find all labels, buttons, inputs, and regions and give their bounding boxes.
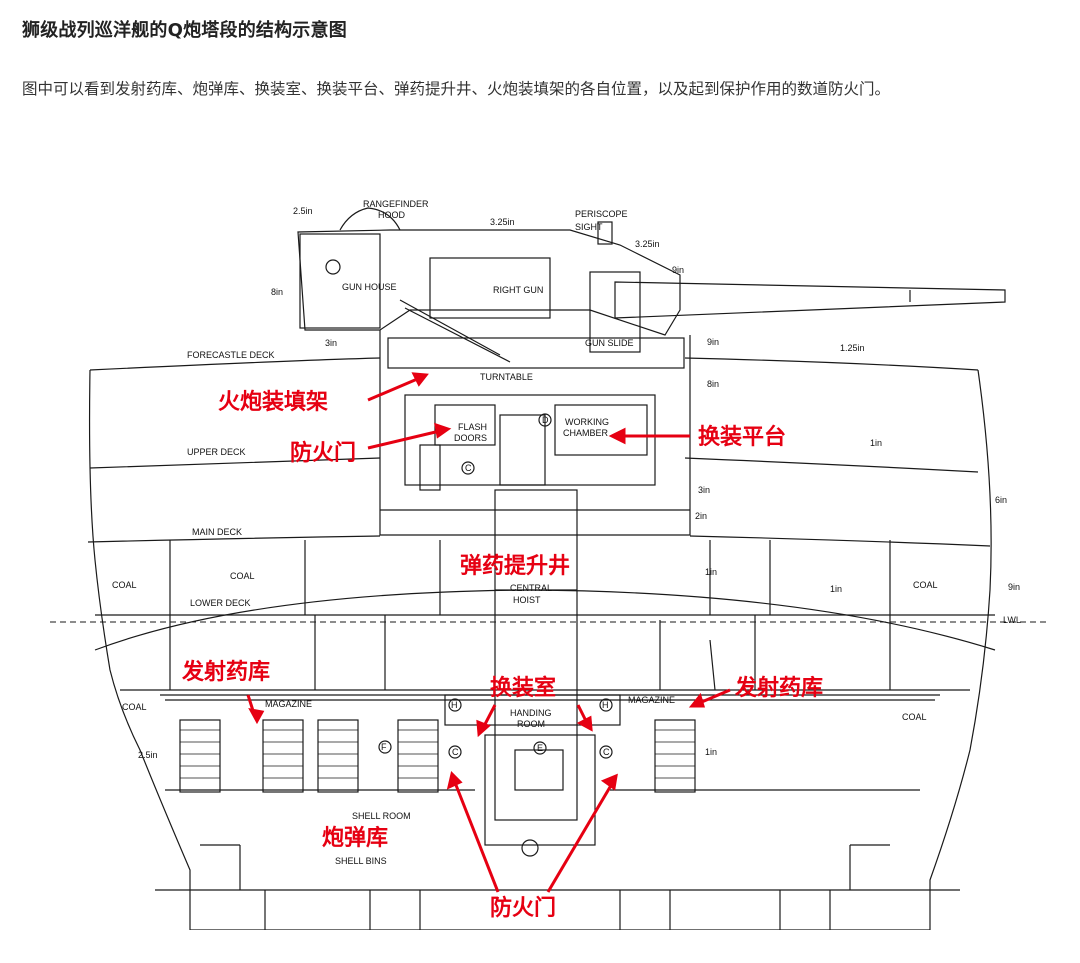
label-f: F: [381, 742, 387, 752]
thickness-8in-a: 8in: [271, 287, 283, 297]
magazine-cases-right: [654, 719, 696, 793]
magazine-cases-left: [179, 719, 439, 793]
thickness-9in-c: 9in: [1008, 582, 1020, 592]
label-coal-1: COAL: [112, 580, 137, 590]
thickness-2in: 2in: [695, 511, 707, 521]
figure-description: 图中可以看到发射药库、炮弹库、换装室、换装平台、弹药提升井、火炮装填架的各自位置…: [22, 80, 891, 98]
label-upper-deck: UPPER DECK: [187, 447, 246, 457]
label-main-deck: MAIN DECK: [192, 527, 242, 537]
thickness-3in-a: 3in: [325, 338, 337, 348]
barbette: [379, 330, 691, 536]
label-shell-bins: SHELL BINS: [335, 856, 387, 866]
thickness-3-25in-a: 3.25in: [490, 217, 515, 227]
label-hood: HOOD: [378, 210, 406, 220]
label-c-1: C: [452, 747, 459, 757]
label-gun-slide: GUN SLIDE: [585, 338, 634, 348]
annotation-loading-rack: 火炮装填架: [218, 389, 328, 414]
forecastle-deck-line: [89, 357, 979, 371]
annotation-shell-room: 炮弹库: [322, 825, 388, 850]
label-flash: FLASH: [458, 422, 487, 432]
label-h-2: H: [602, 700, 609, 710]
thickness-3in-b: 3in: [698, 485, 710, 495]
label-coal-2: COAL: [230, 571, 255, 581]
annotation-magazine-left: 发射药库: [181, 659, 270, 684]
label-shell-room: SHELL ROOM: [352, 811, 411, 821]
thickness-2-5in: 2.5in: [293, 206, 313, 216]
label-magazine-right: MAGAZINE: [628, 695, 675, 705]
annotation-hoist-well: 弹药提升井: [460, 553, 570, 578]
central-hoist: [494, 489, 578, 821]
label-turntable: TURNTABLE: [480, 372, 533, 382]
diagram-svg: RANGEFINDER HOOD PERISCOPE SIGHT GUN HOU…: [50, 199, 1050, 931]
label-central: CENTRAL: [510, 583, 552, 593]
label-coal-4: COAL: [913, 580, 938, 590]
label-magazine-left: MAGAZINE: [265, 699, 312, 709]
label-coal-5: COAL: [902, 712, 927, 722]
label-d: D: [542, 415, 549, 425]
label-doors: DOORS: [454, 433, 487, 443]
label-h-1: H: [451, 700, 458, 710]
label-rangefinder: RANGEFINDER: [363, 199, 429, 209]
label-e: E: [537, 743, 543, 753]
thickness-1in-d: 1in: [705, 747, 717, 757]
thickness-1in-b: 1in: [705, 567, 717, 577]
label-lower-deck: LOWER DECK: [190, 598, 251, 608]
page-title: 狮级战列巡洋舰的Q炮塔段的结构示意图: [22, 20, 347, 41]
handing-room: [444, 694, 621, 726]
label-working: WORKING: [565, 417, 609, 427]
label-gun-house: GUN HOUSE: [342, 282, 397, 292]
label-c-2: C: [603, 747, 610, 757]
hull-outline: [88, 369, 992, 931]
thickness-9in-a: 9in: [672, 265, 684, 275]
gun-barrel: [614, 281, 1006, 319]
label-lwl: LWL: [1003, 615, 1021, 625]
annotation-fire-door-top: 防火门: [290, 440, 356, 465]
thickness-8in-b: 8in: [707, 379, 719, 389]
label-handing: HANDING: [510, 708, 552, 718]
label-forecastle-deck: FORECASTLE DECK: [187, 350, 275, 360]
label-right-gun: RIGHT GUN: [493, 285, 543, 295]
thickness-3-25in-b: 3.25in: [635, 239, 660, 249]
annotation-fire-door-bottom: 防火门: [490, 895, 556, 920]
upper-deck-line: [89, 457, 979, 473]
thickness-9in-b: 9in: [707, 337, 719, 347]
thickness-6in: 6in: [995, 495, 1007, 505]
thickness-2-5in-b: 2.5in: [138, 750, 158, 760]
label-sight: SIGHT: [575, 222, 603, 232]
annotation-reload-platform: 换装平台: [698, 424, 786, 449]
thickness-1-25in: 1.25in: [840, 343, 865, 353]
label-periscope: PERISCOPE: [575, 209, 628, 219]
turret-section-diagram: RANGEFINDER HOOD PERISCOPE SIGHT GUN HOU…: [50, 190, 1050, 931]
thickness-1in-c: 1in: [830, 584, 842, 594]
label-hoist: HOIST: [513, 595, 541, 605]
annotation-magazine-right: 发射药库: [734, 675, 823, 700]
main-deck-line: [87, 535, 991, 547]
annotation-handing-room: 换装室: [490, 675, 556, 700]
gun-house-side: [299, 233, 381, 329]
label-room: ROOM: [517, 719, 545, 729]
gun-house: [297, 229, 681, 336]
label-coal-3: COAL: [122, 702, 147, 712]
label-chamber: CHAMBER: [563, 428, 609, 438]
label-c-3: C: [465, 463, 472, 473]
thickness-1in-a: 1in: [870, 438, 882, 448]
